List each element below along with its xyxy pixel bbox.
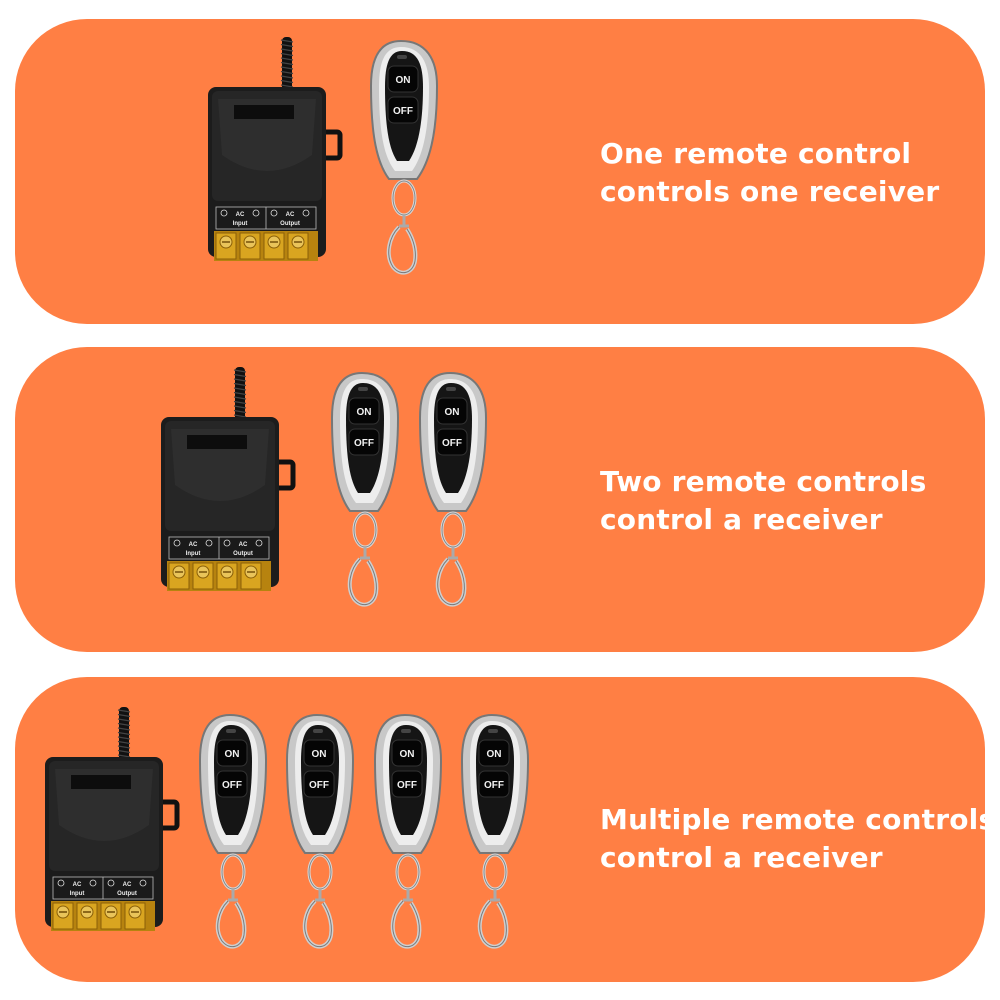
panel-2-caption-line-2: control a receiver xyxy=(600,503,883,536)
keyring-icon xyxy=(347,511,379,607)
panel-2-caption: Two remote controls control a receiver xyxy=(600,463,926,539)
off-button xyxy=(216,770,248,798)
panel-3-caption-line-2: control a receiver xyxy=(600,841,883,874)
panel-one-to-one: AC Input AC Output ON OFF One remote control … xyxy=(15,19,985,324)
off-label: OFF xyxy=(393,106,413,117)
input-label-ac: AC xyxy=(73,882,82,888)
terminal-block xyxy=(51,901,155,931)
on-button xyxy=(436,397,468,425)
panel-3-artwork: AC Input AC Output ON OFF ON OFF ON OFF ON OFF xyxy=(45,707,530,949)
on-button xyxy=(216,739,248,767)
on-button xyxy=(348,397,380,425)
remote-fob-icon: ON OFF xyxy=(198,713,268,949)
panel-2-artwork: AC Input AC Output ON OFF ON OFF xyxy=(161,367,488,607)
label-window xyxy=(187,435,247,449)
led-indicator xyxy=(446,387,456,391)
label-window xyxy=(234,105,294,119)
panel-2-caption-line-1: Two remote controls xyxy=(600,465,927,498)
keyring-icon xyxy=(302,853,334,949)
output-label-ac: AC xyxy=(123,882,132,888)
terminal-label-strip: AC Input AC Output xyxy=(52,876,154,900)
on-button xyxy=(303,739,335,767)
off-button xyxy=(478,770,510,798)
input-label: Input xyxy=(186,551,201,557)
off-button xyxy=(348,428,380,456)
off-button xyxy=(303,770,335,798)
remote-fob-icon: ON OFF xyxy=(460,713,530,949)
on-button xyxy=(478,739,510,767)
panel-1-caption-line-2: controls one receiver xyxy=(600,175,940,208)
remote-fob-icon: ON OFF xyxy=(418,371,488,607)
off-button xyxy=(436,428,468,456)
remote-fob-icon: ON OFF xyxy=(285,713,355,949)
on-label: ON xyxy=(396,75,411,86)
input-label-ac: AC xyxy=(236,212,245,218)
keyring-icon xyxy=(390,853,422,949)
panel-1-artwork: AC Input AC Output ON OFF xyxy=(208,37,439,275)
remote-fob-icon: ON OFF xyxy=(369,39,439,275)
keyring-icon xyxy=(386,179,418,275)
off-label: OFF xyxy=(354,438,374,449)
on-label: ON xyxy=(357,407,372,418)
off-label: OFF xyxy=(309,780,329,791)
on-button xyxy=(391,739,423,767)
antenna-coil xyxy=(280,37,294,93)
remote-fob-icon: ON OFF xyxy=(373,713,443,949)
panel-1-caption: One remote control controls one receiver xyxy=(600,135,939,211)
off-button xyxy=(387,96,419,124)
led-indicator xyxy=(226,729,236,733)
on-label: ON xyxy=(400,749,415,760)
off-label: OFF xyxy=(222,780,242,791)
terminal-label-strip: AC Input AC Output xyxy=(215,206,317,230)
antenna-coil xyxy=(117,707,131,763)
output-label: Output xyxy=(280,221,300,227)
terminal-block xyxy=(167,561,271,591)
keyring-icon xyxy=(435,511,467,607)
panel-3-caption: Multiple remote controls control a recei… xyxy=(600,801,985,877)
panel-two-to-one: AC Input AC Output ON OFF ON OFF Two remote con… xyxy=(15,347,985,652)
on-label: ON xyxy=(225,749,240,760)
off-label: OFF xyxy=(397,780,417,791)
panel-1-caption-line-1: One remote control xyxy=(600,137,912,170)
panel-3-caption-line-1: Multiple remote controls xyxy=(600,803,985,836)
keyring-icon xyxy=(477,853,509,949)
led-indicator xyxy=(313,729,323,733)
label-window xyxy=(71,775,131,789)
led-indicator xyxy=(488,729,498,733)
led-indicator xyxy=(397,55,407,59)
receiver-module-icon: AC Input AC Output xyxy=(161,367,296,591)
output-label: Output xyxy=(233,551,253,557)
output-label: Output xyxy=(117,891,137,897)
off-label: OFF xyxy=(484,780,504,791)
antenna-coil xyxy=(233,367,247,423)
receiver-module-icon: AC Input AC Output xyxy=(208,37,343,261)
input-label-ac: AC xyxy=(189,542,198,548)
led-indicator xyxy=(401,729,411,733)
on-button xyxy=(387,65,419,93)
on-label: ON xyxy=(445,407,460,418)
input-label: Input xyxy=(233,221,248,227)
panel-many-to-one: AC Input AC Output ON OFF ON OFF ON OFF ON OFF Mult… xyxy=(15,677,985,982)
off-label: OFF xyxy=(442,438,462,449)
output-label-ac: AC xyxy=(286,212,295,218)
keyring-icon xyxy=(215,853,247,949)
remote-fob-icon: ON OFF xyxy=(330,371,400,607)
terminal-block xyxy=(214,231,318,261)
receiver-module-icon: AC Input AC Output xyxy=(45,707,180,931)
led-indicator xyxy=(358,387,368,391)
off-button xyxy=(391,770,423,798)
input-label: Input xyxy=(70,891,85,897)
on-label: ON xyxy=(487,749,502,760)
output-label-ac: AC xyxy=(239,542,248,548)
terminal-label-strip: AC Input AC Output xyxy=(168,536,270,560)
on-label: ON xyxy=(312,749,327,760)
